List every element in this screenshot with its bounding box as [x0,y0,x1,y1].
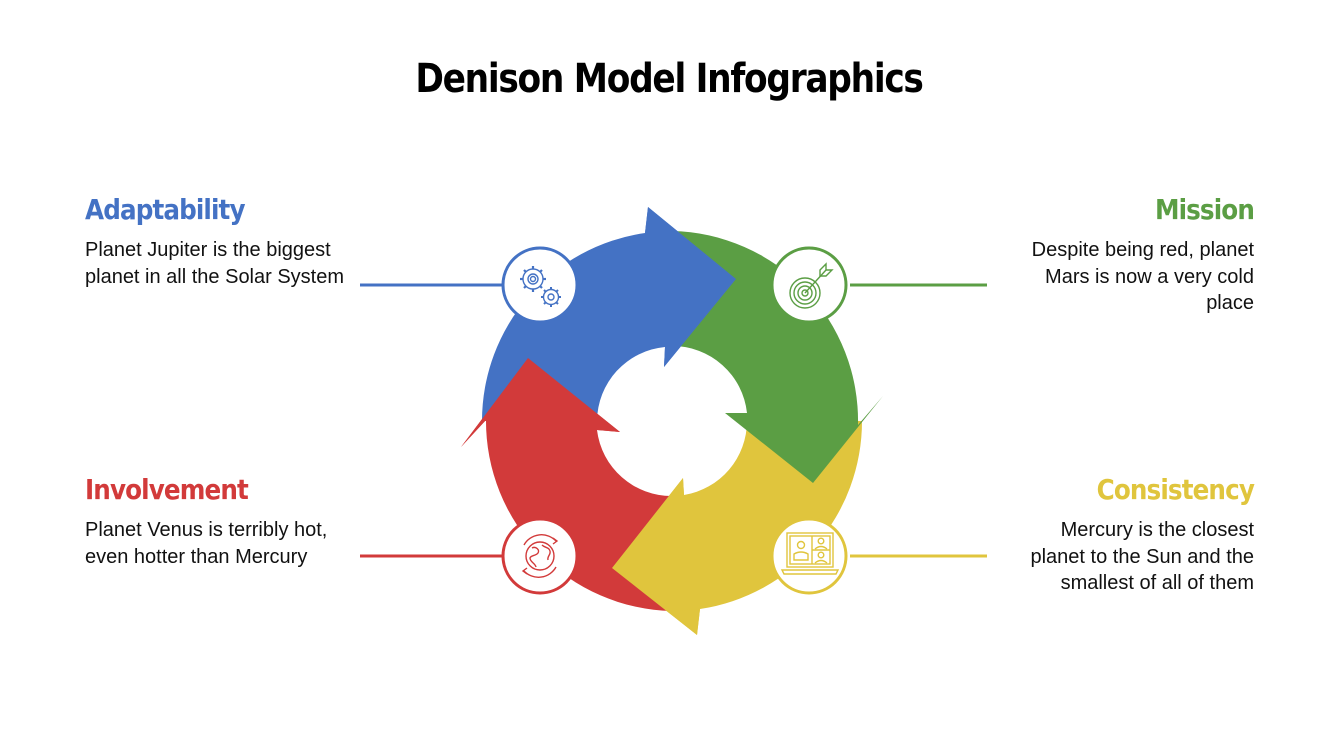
mission-heading: Mission [1154,193,1255,226]
consistency-arrowhead [612,478,700,635]
consistency-icon-badge [770,517,848,595]
involvement-description: Planet Venus is terribly hot, even hotte… [85,519,328,568]
involvement-heading: Involvement [85,473,249,506]
consistency-block: Consistency Mercury is the closest plane… [994,473,1254,597]
mission-block: Mission Despite being red, planet Mars i… [994,193,1255,317]
target-icon [789,262,834,309]
involvement-arrowhead [461,358,620,447]
mission-arrow [672,231,883,483]
adaptability-description: Planet Jupiter is the biggest planet in … [85,239,345,288]
consistency-arrow [612,421,862,635]
consistency-description: Mercury is the closest planet to the Sun… [1030,519,1254,594]
gears-icon [520,266,561,307]
mission-description: Despite being red, planet Mars is now a … [1031,239,1254,314]
involvement-block: Involvement Planet Venus is terribly hot… [85,473,345,570]
adaptability-icon-badge [501,246,579,324]
involvement-icon-badge [501,517,579,595]
adaptability-block: Adaptability Planet Jupiter is the bigge… [85,193,345,290]
globe-cycle-icon [521,534,559,578]
video-conference-icon [780,532,840,575]
involvement-arrow [461,358,672,611]
page-title: Denison Model Infographics [415,56,924,102]
mission-icon-badge [770,246,848,324]
adaptability-heading: Adaptability [85,193,246,226]
consistency-heading: Consistency [1096,473,1255,506]
adaptability-arrowhead [645,207,736,367]
